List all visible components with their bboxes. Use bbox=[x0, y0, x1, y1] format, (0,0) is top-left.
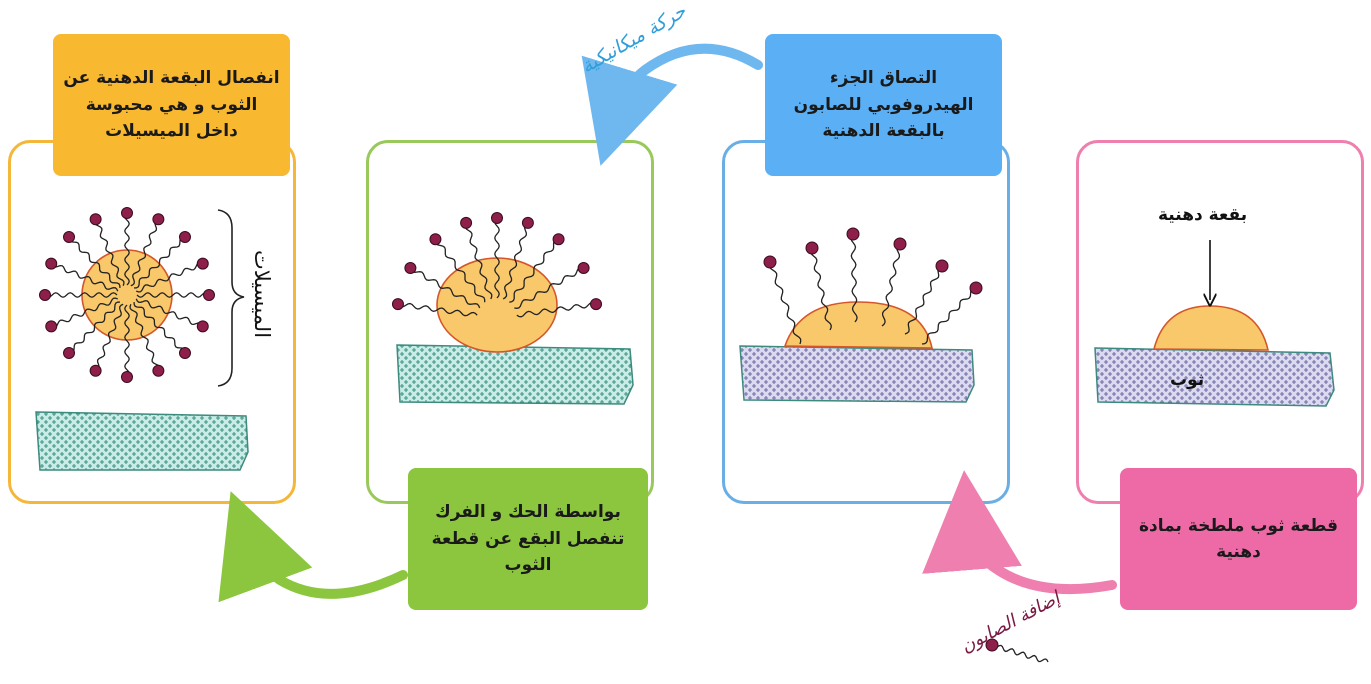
soap-head bbox=[179, 232, 190, 243]
soap-head bbox=[894, 238, 906, 250]
soap-head bbox=[90, 214, 101, 225]
soap-head bbox=[764, 256, 776, 268]
micelle-brace bbox=[218, 210, 244, 386]
soap-head bbox=[64, 232, 75, 243]
soap-head bbox=[90, 365, 101, 376]
soap-head bbox=[153, 365, 164, 376]
soap-tail bbox=[992, 645, 1048, 662]
soap-head bbox=[122, 372, 133, 383]
soap-head bbox=[847, 228, 859, 240]
soap-head bbox=[522, 217, 533, 228]
oil-stain bbox=[1154, 306, 1268, 350]
stain-label: بقعة دهنية bbox=[1158, 205, 1247, 225]
soap-head bbox=[46, 258, 57, 269]
soap-head bbox=[197, 321, 208, 332]
caption-rubbing: بواسطة الحك و الفرك تنفصل البقع عن قطعة … bbox=[408, 468, 648, 610]
mechanical-arrow bbox=[615, 49, 758, 118]
soap-head bbox=[970, 282, 982, 294]
soap-head bbox=[153, 214, 164, 225]
soap-head bbox=[40, 290, 51, 301]
caption-attachment: التصاق الجزء الهيدروفوبي للصابون بالبقعة… bbox=[765, 34, 1002, 176]
soap-head bbox=[204, 290, 215, 301]
soap-head bbox=[461, 217, 472, 228]
cloth-stained bbox=[1095, 348, 1334, 406]
caption-stained-cloth: قطعة ثوب ملطخة بمادة دهنية bbox=[1120, 468, 1357, 610]
cloth-label: ثوب bbox=[1170, 370, 1204, 390]
soap-head bbox=[197, 258, 208, 269]
soap-head bbox=[591, 299, 602, 310]
cloth-clean bbox=[36, 412, 248, 470]
soap-head bbox=[578, 263, 589, 274]
soap-head bbox=[936, 260, 948, 272]
cloth-rubbing bbox=[397, 345, 633, 404]
add-soap-arrow bbox=[968, 520, 1112, 589]
green-arrow bbox=[248, 538, 403, 594]
soap-head bbox=[392, 299, 403, 310]
soap-head bbox=[405, 263, 416, 274]
soap-head bbox=[122, 208, 133, 219]
soap-head bbox=[64, 347, 75, 358]
oil-rubbing bbox=[437, 258, 557, 352]
soap-head bbox=[492, 213, 503, 224]
soap-tail bbox=[922, 288, 976, 344]
soap-head bbox=[553, 234, 564, 245]
cloth-attachment bbox=[740, 346, 974, 402]
oil-attachment bbox=[785, 302, 932, 348]
micelles-label: الميسيلات bbox=[250, 250, 274, 338]
soap-head bbox=[179, 347, 190, 358]
soap-head bbox=[46, 321, 57, 332]
caption-stain-removed: انفصال البقعة الدهنية عن الثوب و هي محبو… bbox=[53, 34, 290, 176]
soap-head bbox=[430, 234, 441, 245]
soap-head bbox=[806, 242, 818, 254]
